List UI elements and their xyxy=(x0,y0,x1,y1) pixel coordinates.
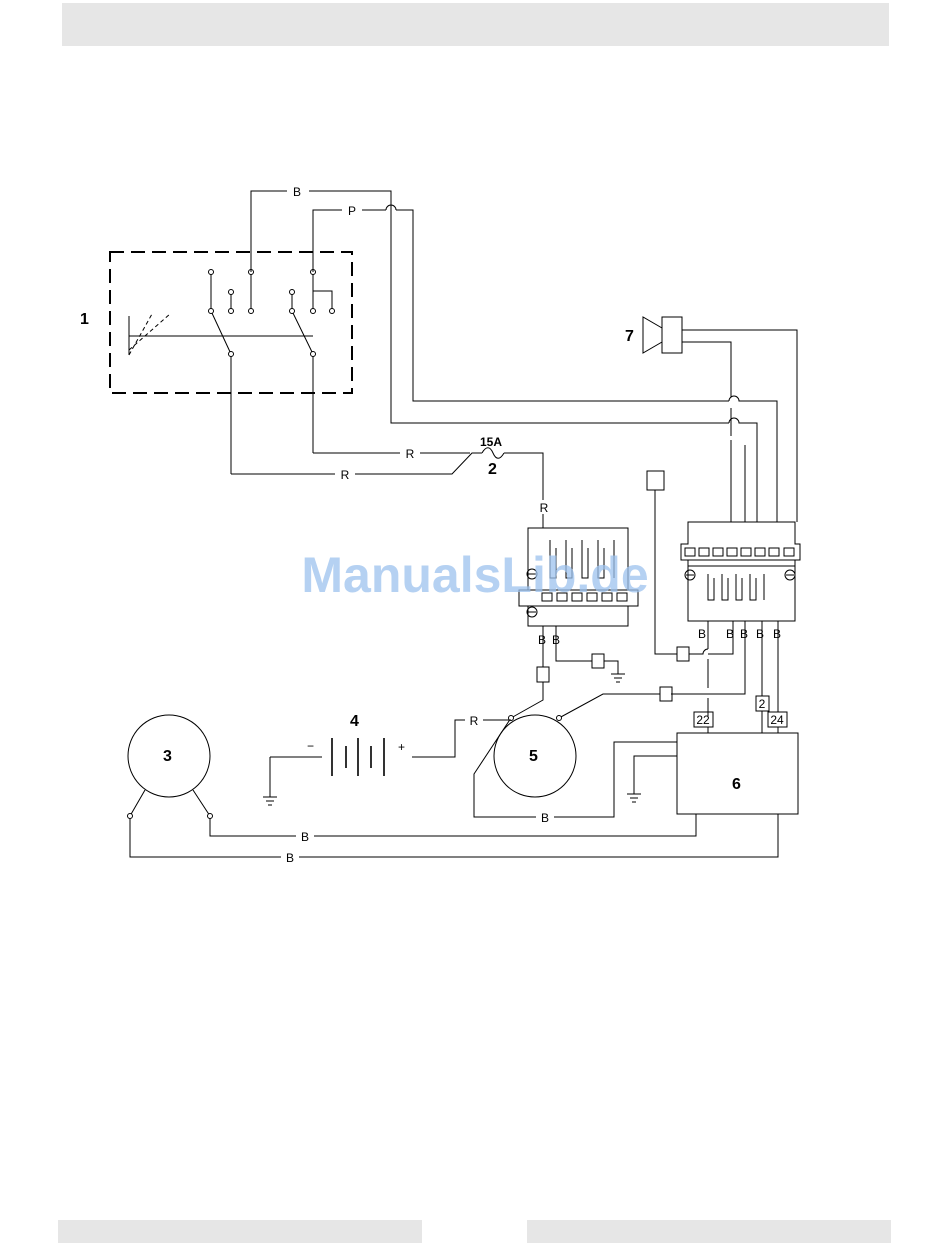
switch-assembly xyxy=(110,252,352,474)
terminal-24: 24 xyxy=(770,713,784,727)
fuse-rating: 15A xyxy=(480,435,502,449)
label-component-4: 4 xyxy=(350,713,359,730)
wire-label-right-b2: B xyxy=(726,627,734,641)
wire-label-right-b5: B xyxy=(773,627,781,641)
main-connector xyxy=(681,522,800,621)
wire-label-relay-b2: B xyxy=(552,633,560,647)
wire-label-r-relay: R xyxy=(540,501,549,515)
wire-label-r-upper: R xyxy=(406,447,415,461)
wire-label-b-bottom: B xyxy=(286,851,294,865)
label-component-7: 7 xyxy=(625,328,634,345)
wire-label-relay-b1: B xyxy=(538,633,546,647)
wire-label-p-top: P xyxy=(348,204,356,218)
label-component-3: 3 xyxy=(163,748,172,765)
wire-label-right-b4: B xyxy=(756,627,764,641)
wire-label-b-mid: B xyxy=(301,830,309,844)
label-component-6: 6 xyxy=(732,776,741,793)
wire-label-right-b3: B xyxy=(740,627,748,641)
label-component-2: 2 xyxy=(488,461,497,478)
controller-box xyxy=(677,733,798,814)
terminal-2: 2 xyxy=(759,697,766,711)
wire-label-b-loop: B xyxy=(541,811,549,825)
battery-plus: + xyxy=(398,740,405,754)
wire-label-b-top: B xyxy=(293,185,301,199)
label-component-1: 1 xyxy=(80,311,89,328)
battery-minus: − xyxy=(307,739,314,753)
terminal-22: 22 xyxy=(696,713,710,727)
horn xyxy=(643,317,797,353)
wire-label-right-b1: B xyxy=(698,627,706,641)
wire-label-r-battery: R xyxy=(470,714,479,728)
watermark: ManualsLib.de xyxy=(301,547,648,603)
label-component-5: 5 xyxy=(529,748,538,765)
wire-label-r-lower: R xyxy=(341,468,350,482)
